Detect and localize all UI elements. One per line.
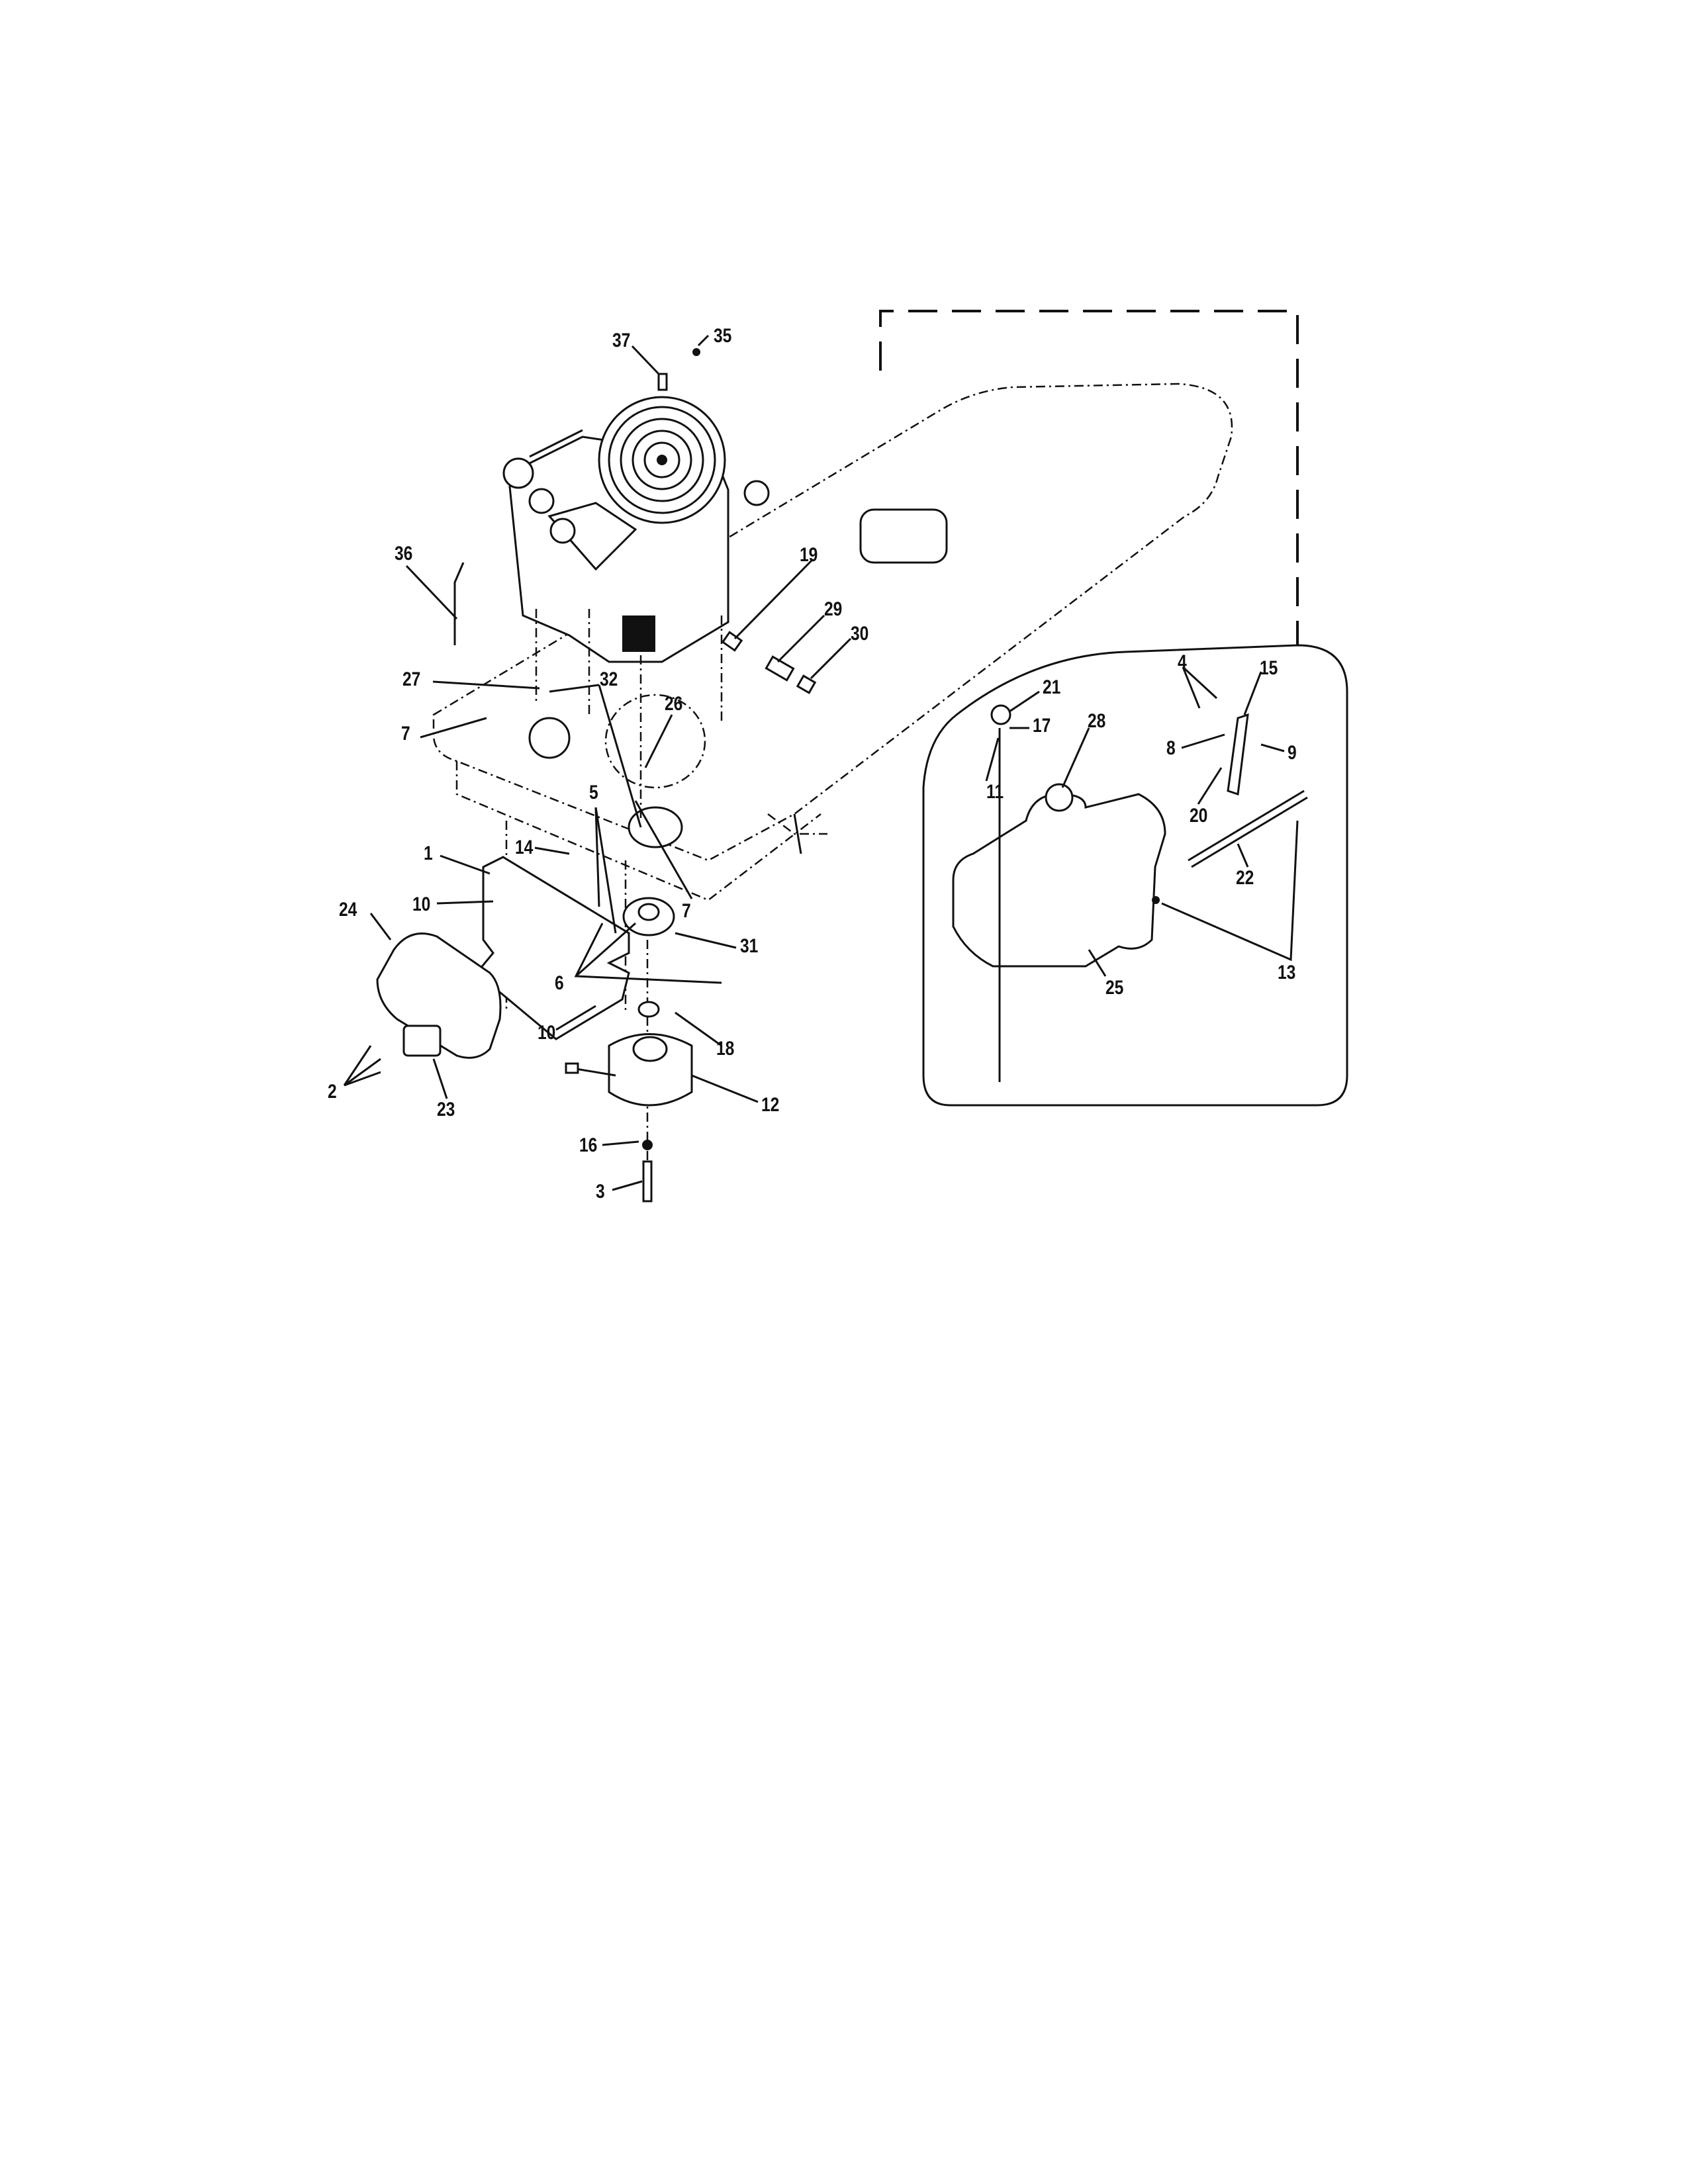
- callout-label: 4: [1178, 651, 1187, 673]
- callout-label: 20: [1190, 805, 1208, 827]
- engine: [502, 396, 770, 663]
- part-18-spacer: [637, 1001, 660, 1018]
- part-36-cable: [453, 562, 465, 645]
- callout-label: 10: [538, 1022, 556, 1044]
- callout-label: 21: [1043, 676, 1061, 698]
- callout-label: 13: [1278, 962, 1296, 983]
- callout-label: 32: [600, 668, 618, 690]
- part-21-knob: [990, 704, 1011, 725]
- callout-label: 8: [1166, 737, 1176, 759]
- callout-label: 35: [714, 325, 732, 347]
- part-24-muffler: [376, 933, 502, 1059]
- part-25-fuel-tank: [952, 793, 1166, 968]
- dipstick-cap: [743, 480, 770, 506]
- fuel-tank-inset: [922, 644, 1348, 1107]
- callout-label: 27: [402, 668, 421, 690]
- callout-label: 15: [1260, 657, 1278, 679]
- callout-label: 30: [851, 623, 869, 645]
- callout-label: 25: [1105, 977, 1124, 999]
- callout-label: 7: [401, 723, 410, 745]
- engine-fan-screen: [598, 396, 726, 524]
- oil-fill-cap: [502, 457, 534, 489]
- callout-label: 23: [437, 1099, 455, 1120]
- dashed-reference-frame: [879, 310, 1299, 645]
- callout-label: 3: [596, 1181, 605, 1203]
- part-3-bolt: [642, 1160, 653, 1203]
- callout-label: 16: [579, 1134, 598, 1156]
- engine-nameplate: [622, 615, 655, 652]
- callout-label: 22: [1236, 867, 1254, 889]
- callout-label: 19: [800, 544, 818, 566]
- callout-label: 17: [1033, 715, 1051, 737]
- chassis-deck-plate: [432, 383, 1233, 901]
- callout-label: 37: [612, 330, 631, 351]
- callout-label: 7: [682, 900, 691, 922]
- callout-label: 28: [1088, 710, 1106, 732]
- callout-label: 36: [395, 543, 413, 565]
- callout-label: 31: [740, 935, 759, 957]
- callout-label: 18: [716, 1038, 735, 1060]
- part-22-rod: [1188, 790, 1305, 862]
- callout-label: 26: [665, 693, 683, 715]
- callout-label: 11: [986, 781, 1004, 803]
- battery-tray: [859, 508, 948, 564]
- part-23-heat-shield: [402, 1024, 442, 1057]
- part-1-bracket: [475, 856, 630, 1040]
- callout-leader-lines: [343, 334, 1299, 1191]
- callout-label: 14: [515, 837, 534, 858]
- callout-label: 2: [328, 1081, 337, 1103]
- part-31-pulley: [622, 897, 675, 936]
- callout-label: 1: [424, 842, 433, 864]
- part-15-lever: [1227, 713, 1249, 796]
- callout-label: 5: [589, 782, 598, 803]
- callout-label: 6: [555, 972, 564, 994]
- part-12-electric-clutch: [565, 1033, 693, 1107]
- callout-label: 24: [339, 899, 357, 921]
- part-28-fuel-cap: [1045, 783, 1074, 812]
- callout-label: 29: [824, 598, 843, 620]
- part-37-clip: [657, 373, 668, 391]
- callout-label: 12: [761, 1094, 780, 1116]
- callout-label: 10: [412, 893, 431, 915]
- callout-label: 9: [1288, 742, 1297, 764]
